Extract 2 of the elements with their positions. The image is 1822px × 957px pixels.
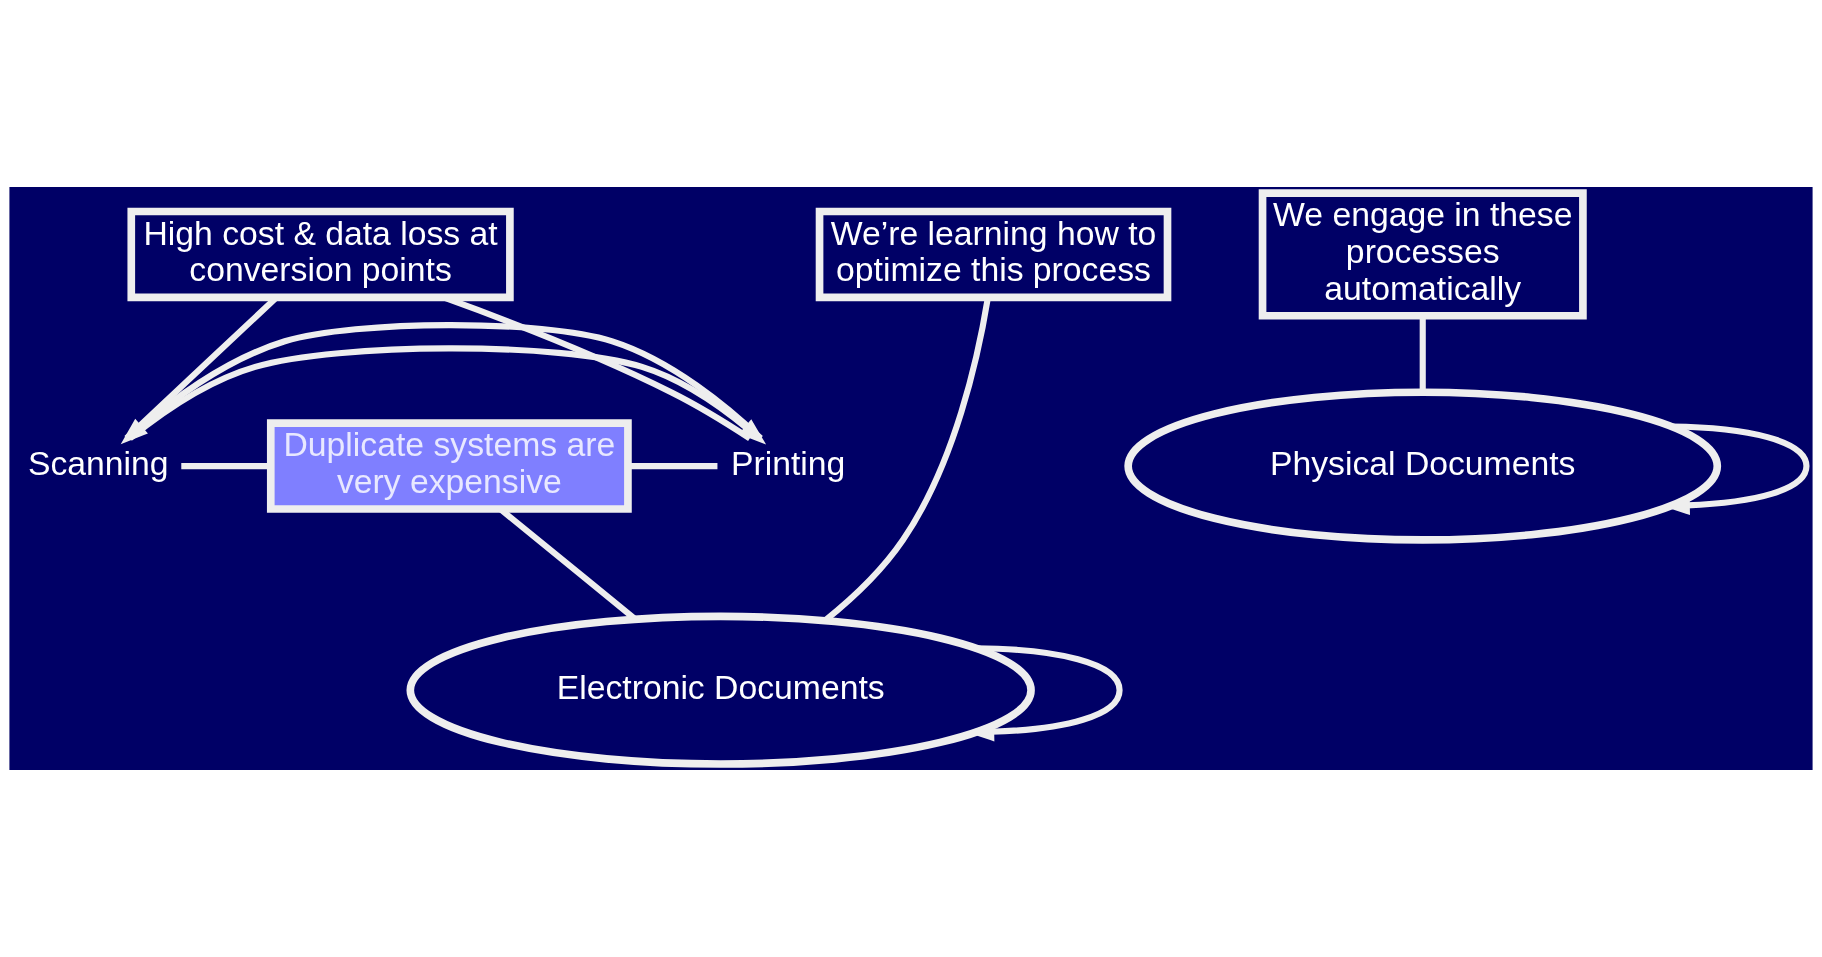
node-text: Scanning bbox=[28, 443, 169, 482]
node-text: Printing bbox=[730, 443, 846, 482]
